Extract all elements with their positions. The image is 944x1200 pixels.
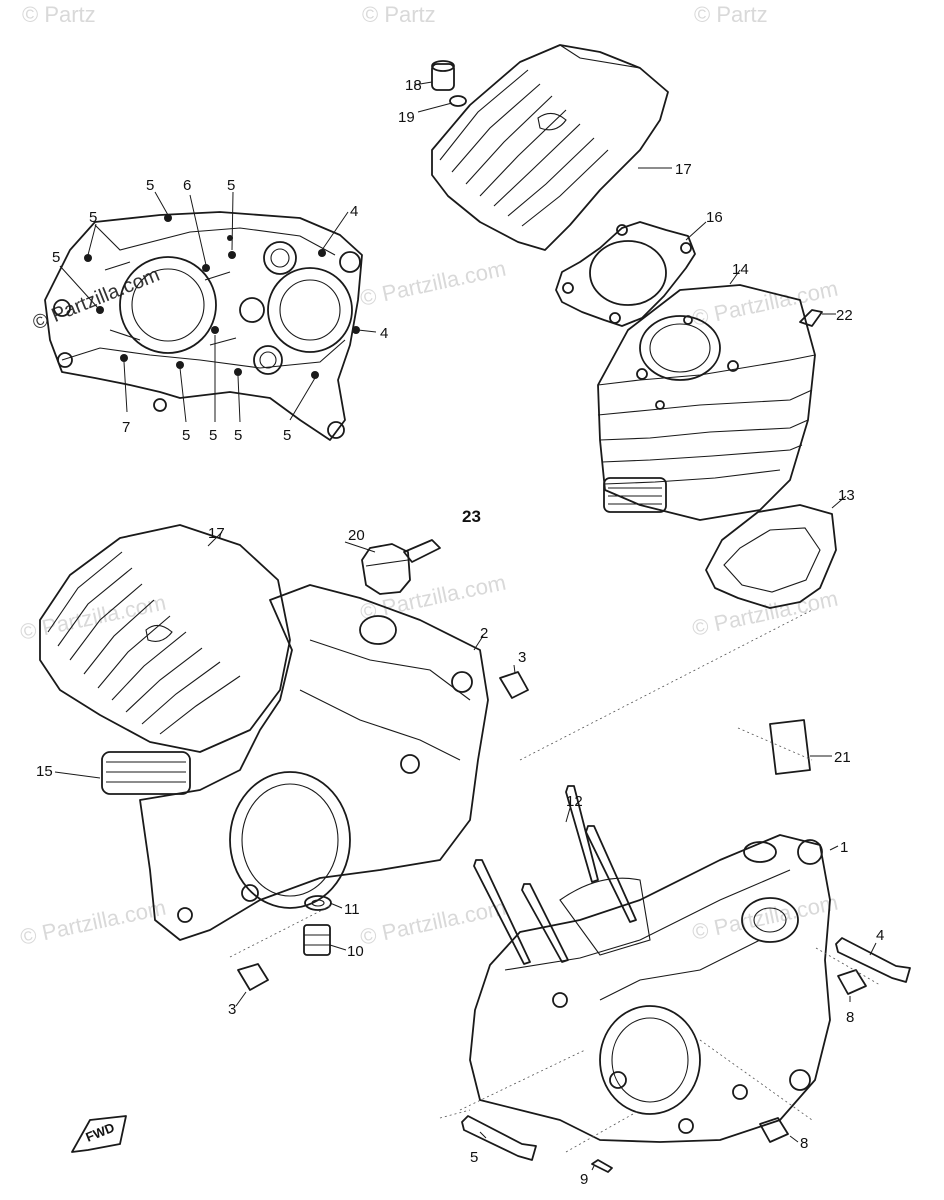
callout-8a: 8 xyxy=(846,1009,854,1026)
screw-holes xyxy=(84,214,360,379)
callout-4c: 4 xyxy=(876,927,884,944)
callout-9: 9 xyxy=(580,1171,588,1188)
callout-4b: 4 xyxy=(380,325,388,342)
callout-14: 14 xyxy=(732,261,749,278)
crankcase-right-assembly xyxy=(439,609,911,1173)
callout-13: 13 xyxy=(838,487,855,504)
watermark-top-center: © Partz xyxy=(362,2,436,27)
cylinder-head-top xyxy=(413,44,672,251)
callout-3b: 3 xyxy=(228,1001,236,1018)
crankcase-left-assembly xyxy=(39,524,529,1007)
pin-22 xyxy=(799,309,823,327)
callout-1: 1 xyxy=(840,839,848,856)
callout-2: 2 xyxy=(480,625,488,642)
callout-7: 7 xyxy=(122,419,130,436)
fwd-arrow: FWD xyxy=(71,1115,127,1153)
callout-16: 16 xyxy=(706,209,723,226)
watermark-top-left: © Partz xyxy=(22,2,96,27)
callout-17a: 17 xyxy=(675,161,692,178)
callout-12: 12 xyxy=(566,793,583,810)
callout-22: 22 xyxy=(836,307,853,324)
crankcase-bolt-plan xyxy=(44,191,377,441)
callout-6: 6 xyxy=(183,177,191,194)
callout-11: 11 xyxy=(344,901,360,918)
callout-5b: 5 xyxy=(227,177,235,194)
callout-5f: 5 xyxy=(209,427,217,444)
head-gasket xyxy=(555,221,707,327)
callout-23: 23 xyxy=(462,507,481,526)
callout-5e: 5 xyxy=(182,427,190,444)
callouts: 5 6 5 4 5 5 4 7 5 5 5 5 18 19 17 16 14 2… xyxy=(36,77,884,1188)
callout-18: 18 xyxy=(405,77,422,94)
callout-3a: 3 xyxy=(518,649,526,666)
callout-5g: 5 xyxy=(234,427,242,444)
watermark-row3-right: © Partzilla.com xyxy=(690,586,840,641)
watermark-dark: © Partzilla.com xyxy=(30,264,163,335)
watermark-row4-left: © Partzilla.com xyxy=(18,895,168,950)
callout-5i: 5 xyxy=(470,1149,478,1166)
callout-5h: 5 xyxy=(283,427,291,444)
watermark-row4-center: © Partzilla.com xyxy=(358,895,508,950)
callout-5c: 5 xyxy=(89,209,97,226)
plug-cap xyxy=(431,63,455,91)
callout-15: 15 xyxy=(36,763,53,780)
cylinder xyxy=(597,269,836,521)
watermark-top-right: © Partz xyxy=(694,2,768,27)
washer-19 xyxy=(449,95,467,107)
watermark-row2-center: © Partzilla.com xyxy=(358,256,508,311)
callout-5a: 5 xyxy=(146,177,154,194)
watermark-row2-right: © Partzilla.com xyxy=(690,276,840,331)
callout-4a: 4 xyxy=(350,203,358,220)
callout-17b: 17 xyxy=(208,525,225,542)
callout-5d: 5 xyxy=(52,249,60,266)
callout-20: 20 xyxy=(348,527,365,544)
callout-21: 21 xyxy=(834,749,851,766)
callout-19: 19 xyxy=(398,109,415,126)
callout-10: 10 xyxy=(347,943,364,960)
callout-8b: 8 xyxy=(800,1135,808,1152)
base-gasket xyxy=(705,495,847,609)
